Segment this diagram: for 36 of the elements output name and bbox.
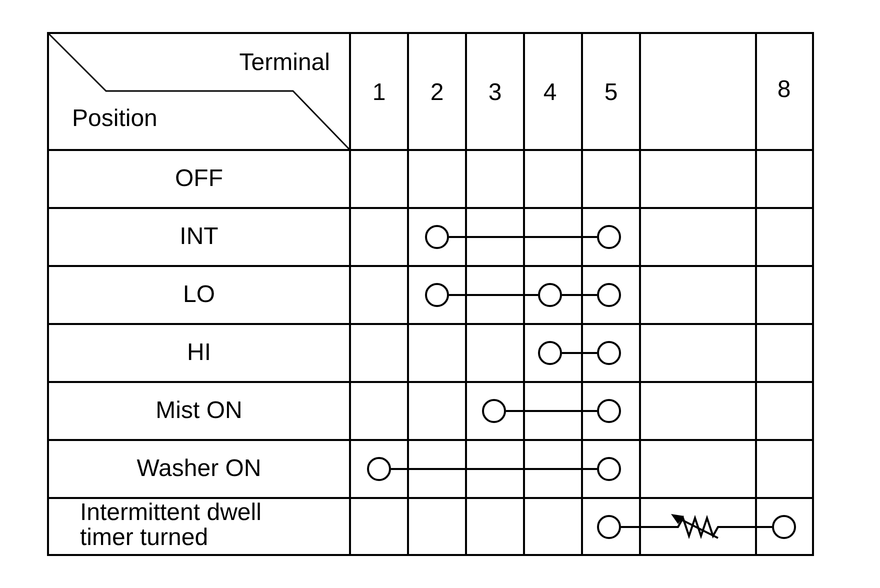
terminal-number: 8	[777, 77, 791, 103]
row-heading: Position	[72, 106, 158, 132]
switch-position: OFF	[175, 166, 223, 192]
contact-circle	[482, 399, 506, 423]
contact-circle	[597, 399, 621, 423]
switch-position: LO	[183, 282, 215, 308]
contact-circle	[425, 225, 449, 249]
connection-line	[562, 294, 597, 296]
connection-line	[621, 526, 668, 528]
column-heading: Terminal	[239, 50, 330, 76]
contact-circle	[597, 515, 621, 539]
connection-line	[506, 410, 597, 412]
terminal-number: 4	[543, 80, 557, 106]
terminal-number: 5	[604, 80, 618, 106]
contact-circle	[367, 457, 391, 481]
contact-circle	[538, 341, 562, 365]
switch-position: Intermittent dwell timer turned	[80, 500, 262, 550]
contact-circle	[597, 225, 621, 249]
contact-circle	[425, 283, 449, 307]
switch-position: Mist ON	[156, 398, 242, 424]
switch-position: Washer ON	[136, 456, 262, 482]
switch-position: INT	[180, 224, 218, 250]
connection-line	[449, 236, 597, 238]
terminal-number: 2	[430, 80, 444, 106]
contact-circle	[597, 457, 621, 481]
connection-line	[726, 526, 772, 528]
contact-circle	[538, 283, 562, 307]
terminal-number: 3	[488, 80, 502, 106]
contact-circle	[597, 283, 621, 307]
terminal-number: 1	[372, 80, 386, 106]
connection-line	[391, 468, 597, 470]
contact-circle	[772, 515, 796, 539]
contact-circle	[597, 341, 621, 365]
connection-line	[449, 294, 538, 296]
connection-line	[562, 352, 597, 354]
switch-position: HI	[187, 340, 211, 366]
